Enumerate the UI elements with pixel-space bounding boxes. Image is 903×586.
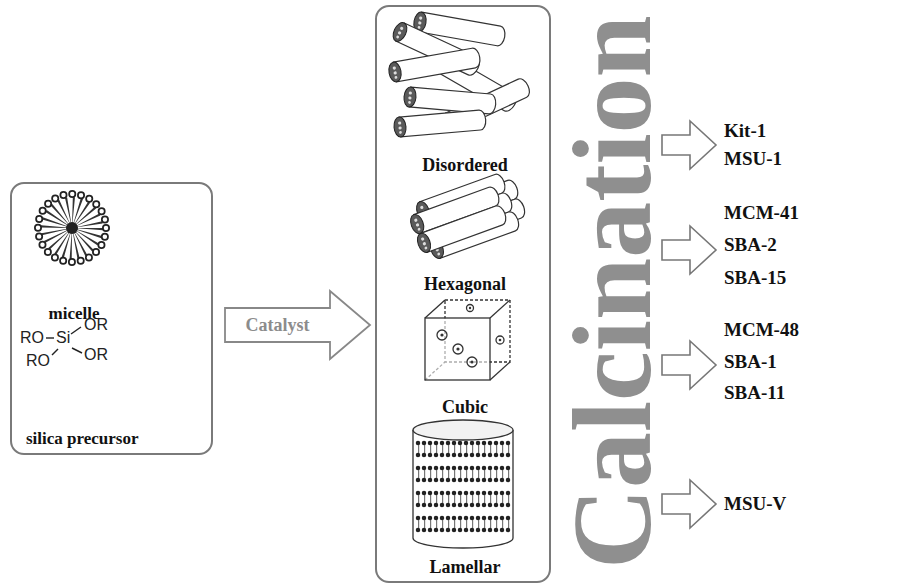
- block-arrow: [225, 291, 370, 359]
- material-name: MSU-V: [724, 493, 786, 515]
- cube-dot: [456, 347, 459, 350]
- tail-row: [418, 520, 510, 529]
- head-row: [418, 466, 510, 471]
- micelle-tails: [54, 210, 90, 246]
- tail-row: [418, 470, 510, 479]
- cubic-figure: [425, 300, 510, 380]
- cubic-dots: [440, 307, 501, 364]
- head-row: [418, 528, 510, 533]
- chemical-group: RO: [26, 352, 50, 370]
- micelle-heads-fill: [38, 194, 106, 262]
- head-row: [418, 441, 510, 446]
- structure-label: Disordered: [422, 155, 508, 175]
- cube-edge: [490, 300, 510, 318]
- cube-dot: [469, 307, 471, 309]
- cube-pore: [467, 357, 477, 367]
- cube-pore: [496, 336, 504, 344]
- product-arrows: [662, 121, 716, 528]
- cube-dot: [499, 339, 502, 342]
- micelle-figure: [38, 194, 106, 262]
- process-step: Calcination: [556, 15, 668, 569]
- lamellar-top: [413, 420, 513, 440]
- tail-row: [418, 445, 510, 454]
- pore-tube: [387, 47, 481, 83]
- material-name: MSU-1: [724, 148, 782, 170]
- structure-label: Lamellar: [430, 557, 501, 577]
- lamellar-heads: [418, 443, 510, 530]
- material-name: SBA-1: [724, 351, 777, 373]
- material-name: SBA-15: [724, 267, 786, 289]
- lamellar-body: [413, 430, 513, 548]
- bond: [52, 349, 58, 355]
- pore-tube: [403, 87, 496, 115]
- material-name: SBA-11: [724, 382, 785, 404]
- bond: [72, 348, 82, 353]
- cube-pore: [437, 330, 447, 340]
- bond: [71, 327, 81, 334]
- lamellar-tails: [418, 449, 510, 524]
- cube-front: [425, 318, 490, 380]
- hexagonal-figure: [405, 169, 531, 264]
- micelle-heads: [38, 194, 106, 262]
- structure-label: Hexagonal: [424, 274, 506, 294]
- head-row: [418, 453, 510, 458]
- cube-pore: [467, 305, 474, 312]
- block-arrow: [662, 121, 716, 169]
- head-row: [418, 491, 510, 496]
- chemical-group: OR: [84, 346, 108, 364]
- cube-edge: [490, 362, 510, 380]
- micelle-core: [66, 222, 78, 234]
- cube-edge: [425, 300, 445, 318]
- chemical-atom: Si: [56, 329, 70, 347]
- cube-dot: [440, 333, 443, 336]
- block-arrow: [662, 480, 716, 528]
- bond: [46, 337, 54, 338]
- chemical-group: OR: [84, 316, 108, 334]
- lamellar-figure: [413, 420, 513, 548]
- material-name: Kit-1: [724, 120, 766, 142]
- head-row: [418, 478, 510, 483]
- cube-dot: [470, 360, 473, 363]
- structure-label: Cubic: [442, 397, 488, 417]
- tail-row: [418, 495, 510, 504]
- edge-label: Catalyst: [246, 314, 310, 336]
- precursor-bonds: [46, 327, 82, 355]
- group-box: DisorderedHexagonalCubicLamellar: [375, 5, 551, 583]
- pore-tube: [393, 110, 486, 138]
- block-arrow: [662, 341, 716, 389]
- material-name: MCM-41: [724, 202, 799, 224]
- pore-tube: [415, 204, 508, 254]
- head-row: [418, 503, 510, 508]
- structure-label: silica precursor: [26, 429, 139, 449]
- disordered-figure: [387, 11, 532, 137]
- material-name: MCM-48: [724, 319, 799, 341]
- material-name: SBA-2: [724, 234, 777, 256]
- chemical-group: RO: [20, 329, 44, 347]
- head-row: [418, 516, 510, 521]
- cube-pore: [453, 344, 463, 354]
- group-box: micellesilica precursor: [10, 182, 213, 455]
- block-arrow: [662, 226, 716, 274]
